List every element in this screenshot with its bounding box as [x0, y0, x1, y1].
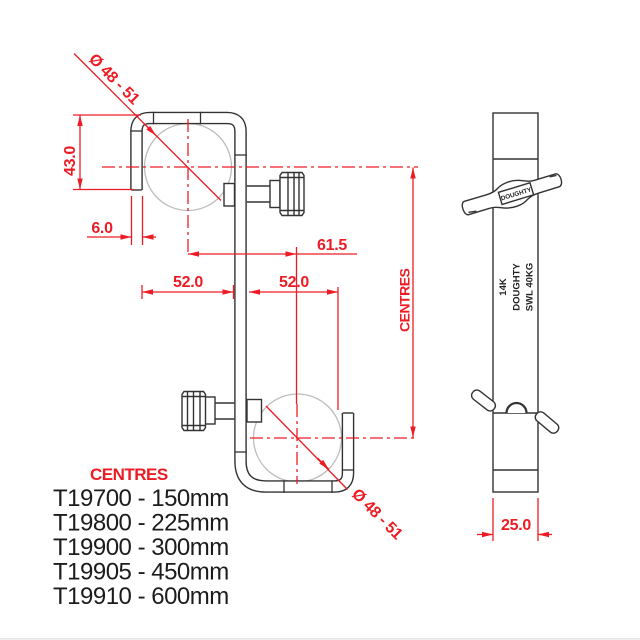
bottom-bolt — [181, 390, 263, 432]
bottom-tube-diameter-label: Ø 48 - 51 — [348, 486, 406, 544]
legend: CENTRES T19700 - 150mm T19800 - 225mm T1… — [53, 465, 229, 610]
side-marking-doughty: DOUGHTY — [512, 263, 523, 311]
dimension-6: 6.0 — [87, 196, 156, 245]
span-right-label: 52.0 — [279, 274, 309, 291]
dimension-43: 43.0 — [62, 114, 141, 191]
legend-heading: CENTRES — [90, 465, 168, 484]
bolt-knob — [279, 171, 305, 217]
hook-strap-outline — [130, 111, 355, 493]
span-left-label: 52.0 — [173, 274, 203, 291]
side-marking-14k: 14K — [498, 278, 509, 296]
wing-nut-label-plate — [497, 181, 535, 206]
lower-wing-nut-side — [470, 389, 560, 434]
bolt-pad — [223, 182, 236, 207]
dimension-61-5: 61.5 — [188, 237, 357, 404]
side-marking-swl: SWL 40KG — [525, 263, 536, 311]
wing-tip — [470, 389, 497, 412]
side-view: 14K DOUGHTY SWL 40KG DOUGHTY — [461, 112, 563, 541]
diameter-leader-top: Ø 48 - 51 — [73, 51, 222, 201]
dimension-52-left: 52.0 — [141, 274, 235, 299]
top-tube-diameter-label: Ø 48 - 51 — [85, 51, 143, 109]
dimension-25: 25.0 — [477, 498, 552, 541]
top-bolt — [223, 171, 305, 217]
centre-offset-label: 61.5 — [317, 237, 347, 254]
bolt-pad — [246, 398, 263, 423]
legend-item: T19700 - 150mm — [53, 485, 229, 512]
hook-height-label: 43.0 — [62, 146, 79, 176]
bar-width-label: 25.0 — [501, 517, 531, 534]
bolt-head-arc — [505, 401, 528, 414]
dimension-centres: CENTRES — [397, 167, 416, 438]
dimension-52-right: 52.0 — [249, 274, 339, 410]
wing-tip — [534, 411, 560, 434]
diameter-leader-bottom: Ø 48 - 51 — [265, 405, 406, 544]
thickness-label: 6.0 — [91, 220, 113, 237]
side-bar — [492, 112, 539, 493]
upper-wing-nut: DOUGHTY — [461, 173, 563, 216]
legend-item: T19905 - 450mm — [53, 559, 229, 586]
legend-item: T19900 - 300mm — [53, 534, 229, 561]
centres-axis-label: CENTRES — [397, 268, 413, 332]
legend-item: T19910 - 600mm — [53, 583, 229, 610]
legend-item: T19800 - 225mm — [53, 510, 229, 537]
